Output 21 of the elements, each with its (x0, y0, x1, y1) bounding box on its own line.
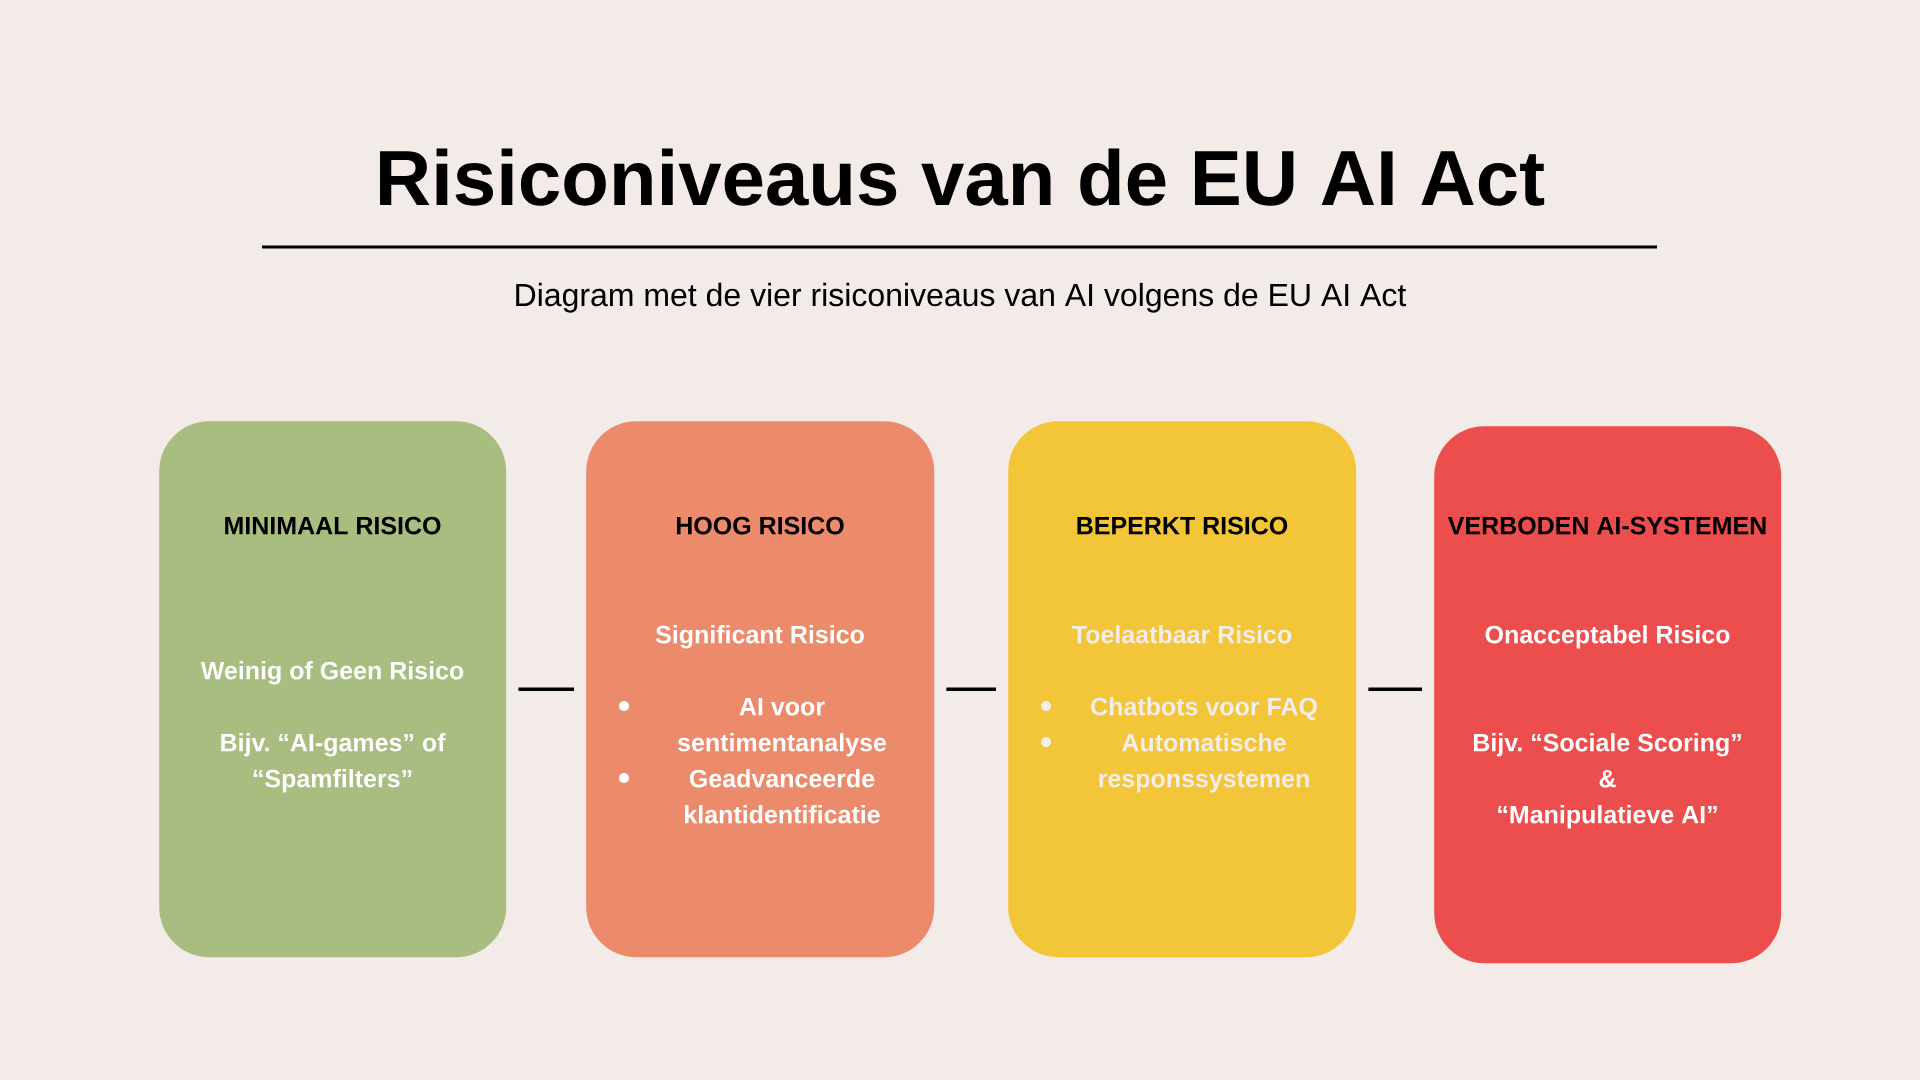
connector-line (518, 687, 574, 691)
card-text: Onacceptabel Risico (1485, 625, 1730, 649)
card-text: “Manipulatieve AI” (1498, 805, 1717, 829)
card-text: Weinig of Geen Risico (200, 661, 464, 685)
card-text: Significant Risico (655, 625, 864, 649)
card-heading: BEPERKT RISICO (1077, 516, 1288, 535)
bullet-text: Geadvanceerde klantidentificatie (685, 769, 880, 824)
bullet-text: AI voor sentimentanalyse (678, 698, 887, 757)
card-text: & (1599, 769, 1616, 788)
card-text: Bijv. “Sociale Scoring” (1473, 733, 1741, 757)
card-heading: HOOG RISICO (676, 516, 844, 535)
bullet-text: Automatische responssystemen (1099, 733, 1309, 793)
card-heading: VERBODEN AI-SYSTEMEN (1447, 516, 1766, 535)
connector-line (1368, 687, 1422, 691)
bullet-text: Chatbots voor FAQ (1091, 697, 1317, 721)
card-text: Bijv. “AI-games” of “Spamfilters” (221, 733, 446, 793)
card-heading: MINIMAAL RISICO (225, 516, 441, 535)
connector-line (946, 687, 996, 691)
card-text: Toelaatbaar Risico (1072, 625, 1292, 644)
subtitle: Diagram met de vier risiconiveaus van AI volgens de EU AI Act (516, 282, 1407, 313)
diagram-title: Risiconiveaus van de EU AI Act (380, 148, 1545, 206)
